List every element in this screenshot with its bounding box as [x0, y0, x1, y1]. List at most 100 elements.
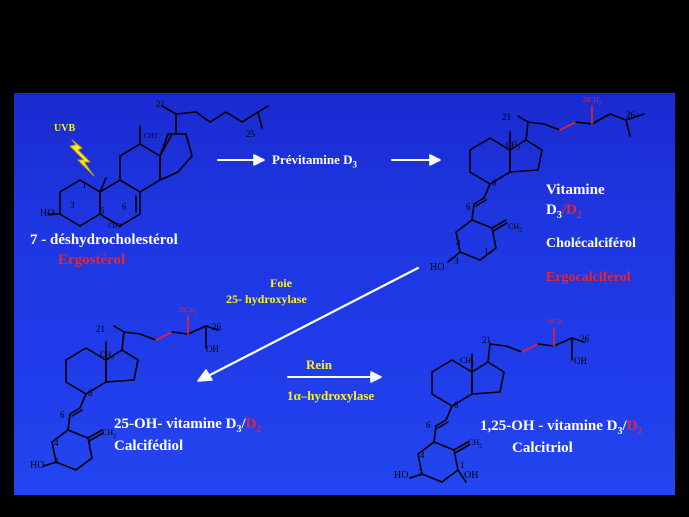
molecule-7-dehydrocholesterol [47, 105, 269, 227]
m1-atom-21: 21 [156, 99, 165, 109]
m2-atom-28-sub: 3 [598, 101, 602, 107]
m4-atom-1: 1 [460, 460, 465, 470]
arrow-previtamin [217, 154, 441, 166]
previtamin-label: Prévitamine D3 [272, 152, 357, 170]
m1-atom-25: 25 [246, 129, 255, 139]
m3-atom-ho: HO [30, 460, 45, 471]
uvb-label: UVB [54, 123, 76, 134]
m2-atom-ch2-text: CH [508, 222, 520, 231]
m4-name-text: 1,25-OH - vitamine D [480, 418, 618, 434]
molecule-vitamin-d [447, 105, 645, 263]
m3-atom-ch3: CH3 [100, 350, 114, 362]
m1-atom-1: 1 [82, 180, 87, 190]
m4-atom-26: 26 [580, 334, 589, 344]
m2-atom-8: 8 [492, 178, 497, 188]
m3-atom-28: 28CH3 [178, 306, 197, 316]
m2-sub3: 3 [556, 210, 562, 221]
m4-atom-28: 28CH3 [546, 318, 565, 328]
m1-atom-6: 6 [122, 202, 127, 212]
m3-atom-6: 6 [60, 410, 65, 420]
m4-atom-ch2-text: CH [468, 438, 480, 447]
m1-atom-3: 3 [70, 200, 75, 210]
hydroxylase1a-label: 1α–hydroxylase [287, 388, 375, 403]
arrow-kidney [287, 371, 382, 383]
m3-atom-21: 21 [96, 324, 105, 334]
m4-atom-ch2: CH2 [468, 438, 482, 450]
m2-atom-28: 28CH3 [582, 96, 601, 106]
m2-slash: / [561, 202, 567, 218]
m3-sub2: 2 [256, 424, 262, 435]
m3-atom-8: 8 [88, 388, 93, 398]
m1-atom-ch3a: CH3 [144, 132, 158, 140]
liver-label: Foie [270, 276, 292, 290]
m3-slash: / [241, 416, 246, 432]
m4-atom-8: 8 [454, 400, 459, 410]
m2-atom-3: 3 [454, 256, 459, 266]
hydroxylase25-label: 25- hydroxylase [226, 292, 307, 306]
m4-atom-4: 4 [420, 450, 425, 460]
previtamin-text: Prévitamine D [272, 152, 353, 167]
m2-name-line2: D3/D2 [546, 202, 582, 221]
m2-atom-28-text: 28CH [582, 96, 599, 104]
m2-atom-1: 1 [484, 246, 489, 256]
m4-atom-oh1: OH [464, 470, 479, 481]
previtamin-sub: 3 [352, 159, 358, 170]
m3-atom-oh: OH [206, 344, 219, 354]
molecule-calcitriol [409, 327, 585, 483]
m3-atom-26: 26 [212, 322, 221, 332]
m3-d2: D [245, 416, 257, 432]
m4-d2: D [626, 418, 638, 434]
m4-sub3: 3 [617, 426, 623, 437]
m2-atom-4: 4 [456, 238, 461, 248]
m4-slash: / [622, 418, 627, 434]
m2-atom-ch3: CH3 [506, 140, 520, 152]
m2-name-cholecalciferol: Cholécalciférol [546, 236, 636, 251]
molecule-calcifediol [43, 315, 219, 471]
m4-atom-ch2-sub: 2 [479, 443, 483, 450]
m2-d: D [546, 202, 557, 218]
kidney-label: Rein [306, 357, 332, 372]
m4-atom-ch3: CH3 [460, 356, 474, 368]
m1-atom-ho: HO [40, 208, 55, 219]
m3-name: 25-OH- vitamine D3/D2 [114, 416, 262, 435]
m3-name2: Calcifédiol [114, 438, 184, 454]
m3-atom-ch2-text: CH [102, 428, 114, 437]
m1-alt-name: Ergostérol [58, 252, 126, 268]
m2-name-ergocalciferol: Ergocalciférol [546, 270, 631, 285]
m2-atom-6: 6 [466, 202, 471, 212]
m2-atom-ch3-sub: 3 [517, 145, 521, 152]
m3-atom-ch3-sub: 3 [111, 355, 115, 362]
m3-atom-28-sub: 3 [194, 311, 198, 317]
m3-atom-4: 4 [54, 438, 59, 448]
m1-atom-5: 5 [100, 206, 105, 216]
m3-atom-ch2: CH2 [102, 428, 116, 440]
m3-name-text: 25-OH- vitamine D [114, 416, 237, 432]
m4-atom-28-text: 28CH [546, 318, 563, 326]
m2-atom-ch3-text: CH [506, 140, 518, 149]
slide-background [14, 93, 675, 495]
m4-sub2: 2 [637, 426, 643, 437]
m4-atom-28-sub: 3 [562, 323, 566, 329]
arrow-liver [197, 266, 420, 382]
m2-atom-ch2: CH2 [508, 222, 522, 234]
m4-name2: Calcitriol [512, 440, 573, 456]
m2-atom-21: 21 [502, 112, 511, 122]
m4-atom-ch3-text: CH [460, 356, 472, 365]
m4-atom-3: 3 [418, 468, 423, 478]
m2-atom-ch2-sub: 2 [519, 227, 523, 234]
m3-sub3: 3 [236, 424, 242, 435]
m2-sub2: 2 [576, 210, 582, 221]
m4-atom-ho: HO [394, 470, 409, 481]
lightning-icon [69, 139, 95, 177]
m2-d2: D [566, 202, 577, 218]
m4-name: 1,25-OH - vitamine D3/D2 [480, 418, 643, 437]
m3-atom-ch2-sub: 2 [113, 433, 117, 440]
m4-atom-ch3-sub: 3 [471, 361, 475, 368]
m1-name: 7 - déshydrocholestérol [30, 232, 178, 248]
m3-atom-3: 3 [54, 456, 59, 466]
m4-atom-6: 6 [426, 420, 431, 430]
m4-atom-oh: OH [574, 356, 587, 366]
m2-atom-ho: HO [430, 262, 445, 273]
m3-atom-ch3-text: CH [100, 350, 112, 359]
